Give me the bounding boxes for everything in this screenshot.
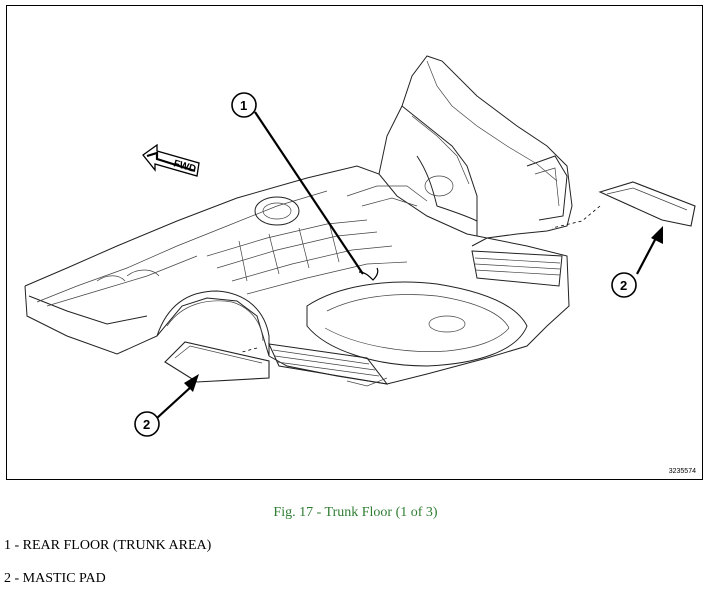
callout-2b-label: 2 [620, 278, 627, 293]
figure-frame: FWD [6, 5, 703, 480]
mastic-pad-left [164, 341, 270, 383]
trunk-floor-illustration: FWD [24, 55, 696, 437]
callout-2b-leader [636, 226, 663, 275]
legend-item-2: 2 - MASTIC PAD [4, 571, 106, 586]
callout-2a-label: 2 [143, 417, 150, 432]
callout-1-leader [254, 111, 379, 281]
callout-2a-leader [156, 374, 199, 419]
callout-1-label: 1 [240, 98, 247, 113]
callout-1: 1 [231, 92, 257, 118]
callout-2a: 2 [134, 411, 160, 437]
figure-number: 3235574 [668, 468, 696, 475]
callout-2b: 2 [611, 272, 637, 298]
mastic-pad-right [551, 181, 696, 229]
fwd-arrow: FWD [142, 143, 200, 177]
rear-floor-body [24, 55, 573, 387]
figure-caption: Fig. 17 - Trunk Floor (1 of 3) [273, 505, 438, 520]
legend-item-1: 1 - REAR FLOOR (TRUNK AREA) [4, 538, 212, 553]
